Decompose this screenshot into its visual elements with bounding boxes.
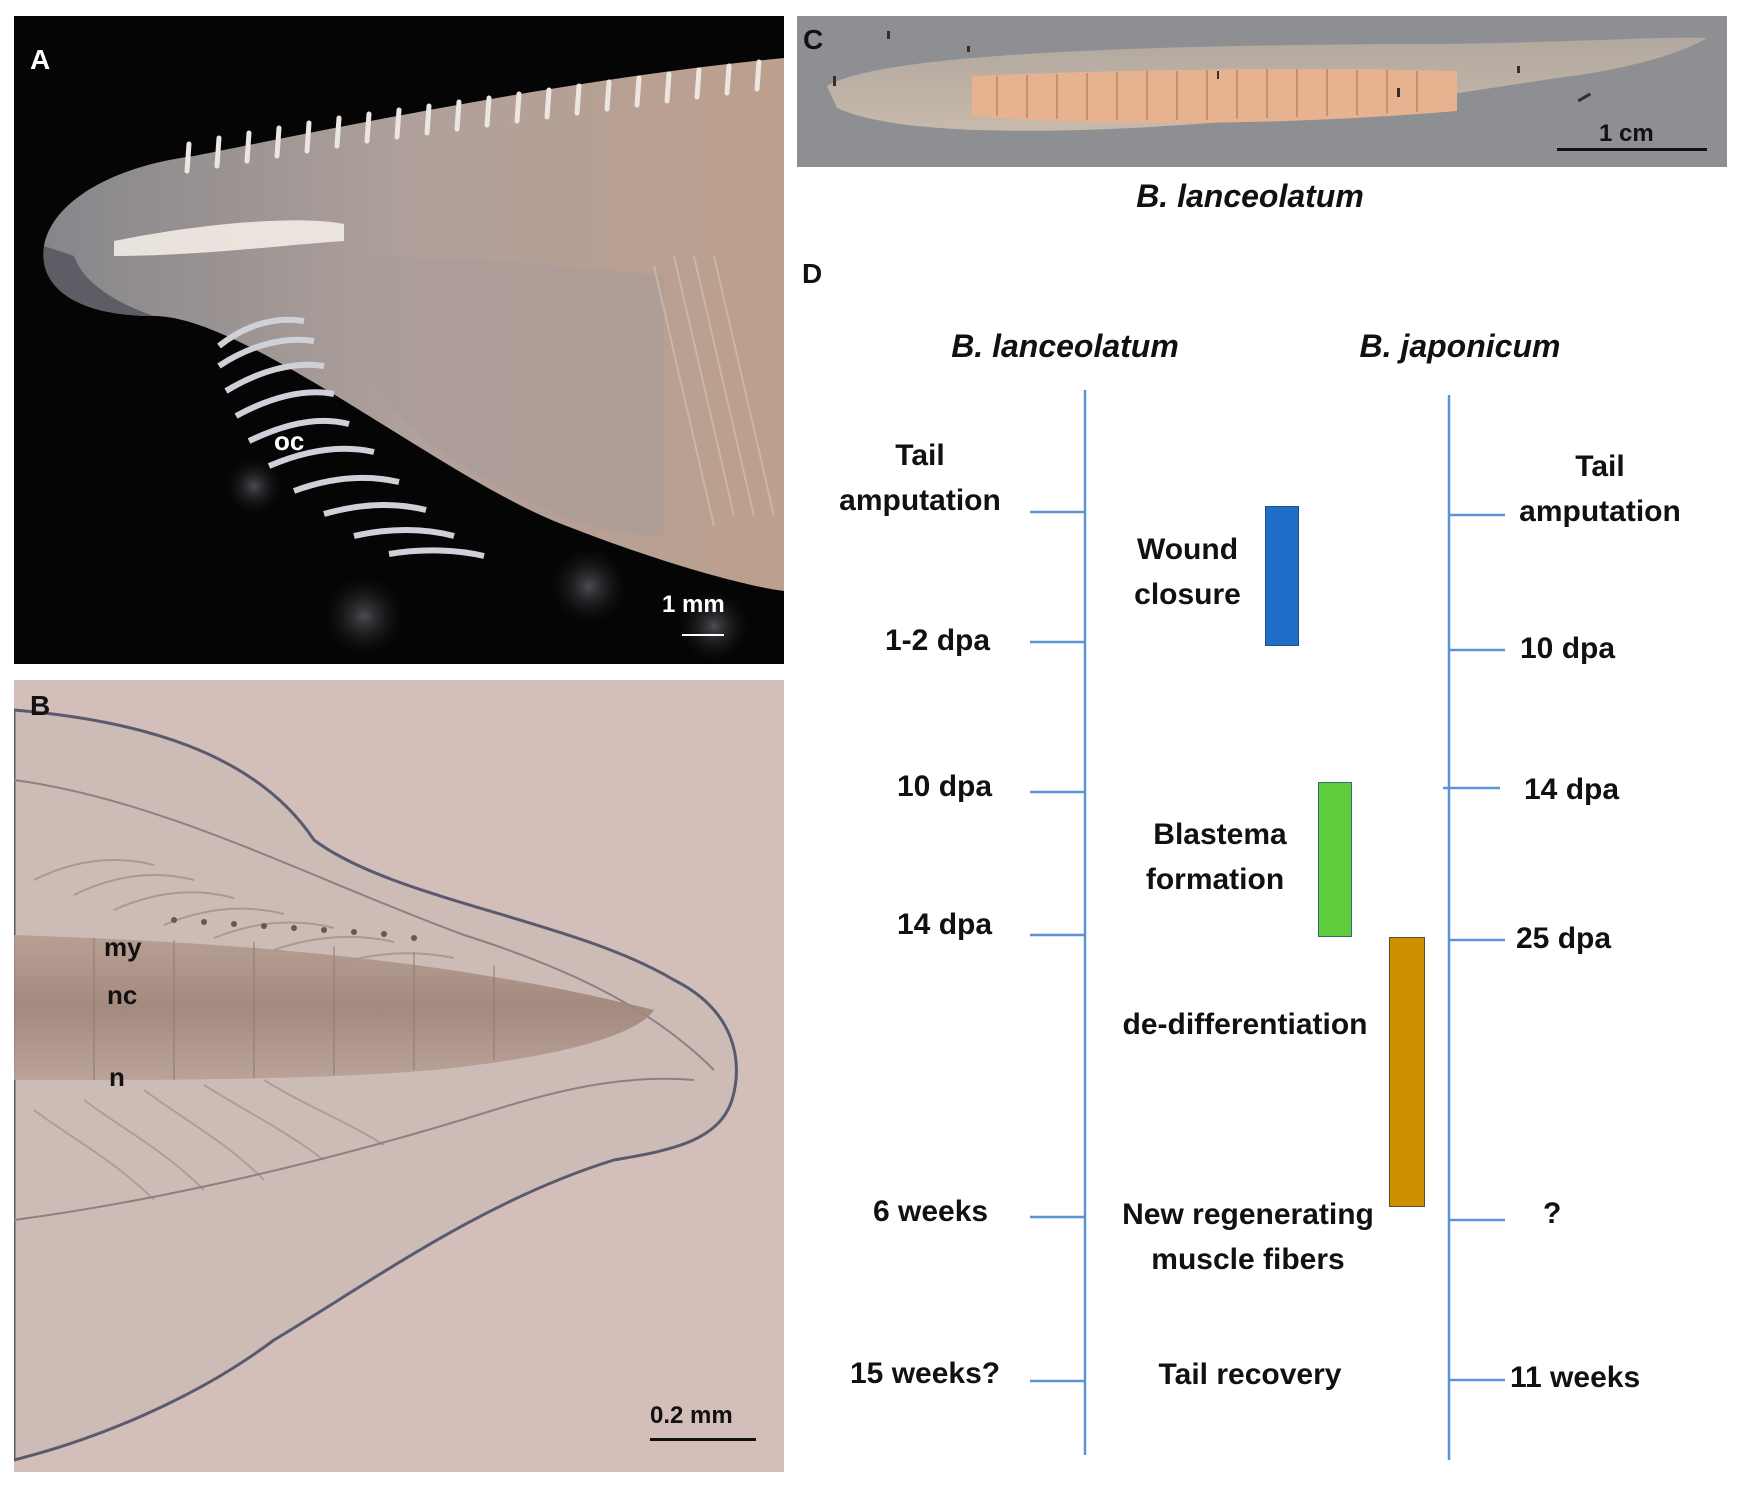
left-tick-label-14dpa: 14 dpa xyxy=(897,908,993,941)
left-tick-label-amputation-2: amputation xyxy=(839,484,1001,517)
left-tick-label-amputation-1: Tail xyxy=(895,439,945,472)
amphioxus-tail-illustration xyxy=(14,708,738,1462)
event-label-wound-1: Wound xyxy=(1136,533,1239,566)
right-tick-label-amputation-2: amputation xyxy=(1519,495,1681,528)
left-tick-label-6weeks: 6 weeks xyxy=(873,1195,989,1228)
right-tick-label-10dpa: 10 dpa xyxy=(1520,632,1616,665)
whole-amphioxus-illustration xyxy=(827,31,1707,131)
panel-a-label: A xyxy=(30,44,51,75)
right-tick-label-amputation-1: Tail xyxy=(1575,450,1625,483)
notochord-label: n xyxy=(109,1062,125,1092)
panel-b-label: B xyxy=(30,690,51,721)
event-label-tail-recovery: Tail recovery xyxy=(1158,1358,1342,1391)
panel-a-photo: A oc 1 mm xyxy=(14,16,784,664)
panel-c-scale-label: 1 cm xyxy=(1599,120,1654,147)
panel-c-photo: C 1 cm xyxy=(797,16,1727,167)
right-tick-label-25dpa: 25 dpa xyxy=(1516,922,1612,955)
blastema-formation-bar xyxy=(1318,782,1352,937)
event-label-muscle-2: muscle fibers xyxy=(1151,1243,1345,1276)
event-label-dedifferentiation: de-differentiation xyxy=(1122,1008,1368,1041)
right-tick-marks xyxy=(1443,513,1505,1382)
panel-a-scale-bar xyxy=(682,634,724,636)
panel-b-scale-label: 0.2 mm xyxy=(650,1402,733,1429)
panel-c-label: C xyxy=(803,24,824,55)
left-tick-label-10dpa: 10 dpa xyxy=(897,770,993,803)
panel-b-scale-bar xyxy=(650,1438,756,1441)
panel-b-photo: B my nc n 0.2 mm xyxy=(14,680,784,1472)
panel-c-species-caption: B. lanceolatum xyxy=(1136,178,1364,214)
myomere-label: my xyxy=(104,932,142,962)
event-label-muscle-1: New regenerating xyxy=(1122,1198,1374,1231)
panel-a-scale-label: 1 mm xyxy=(662,591,725,618)
event-label-blastema-2: formation xyxy=(1145,863,1285,896)
event-label-wound-2: closure xyxy=(1134,578,1241,611)
left-species-heading: B. lanceolatum xyxy=(951,328,1179,364)
event-label-blastema-1: Blastema xyxy=(1153,818,1287,851)
left-tick-label-1-2dpa: 1-2 dpa xyxy=(885,624,991,657)
panel-c-scale-bar xyxy=(1557,148,1707,151)
right-species-heading: B. japonicum xyxy=(1359,328,1561,364)
right-tick-label-14dpa: 14 dpa xyxy=(1524,773,1620,806)
panel-d-label: D xyxy=(802,258,823,289)
left-tick-label-15weeks: 15 weeks? xyxy=(850,1357,1001,1390)
right-tick-label-11weeks: 11 weeks xyxy=(1510,1361,1641,1394)
nerve-cord-label: nc xyxy=(107,980,138,1010)
dedifferentiation-bar xyxy=(1389,937,1425,1207)
oral-cirri-label: oc xyxy=(274,426,305,456)
amphioxus-head-illustration xyxy=(43,58,784,661)
wound-closure-bar xyxy=(1265,506,1299,646)
right-tick-label-unknown: ? xyxy=(1543,1197,1562,1230)
